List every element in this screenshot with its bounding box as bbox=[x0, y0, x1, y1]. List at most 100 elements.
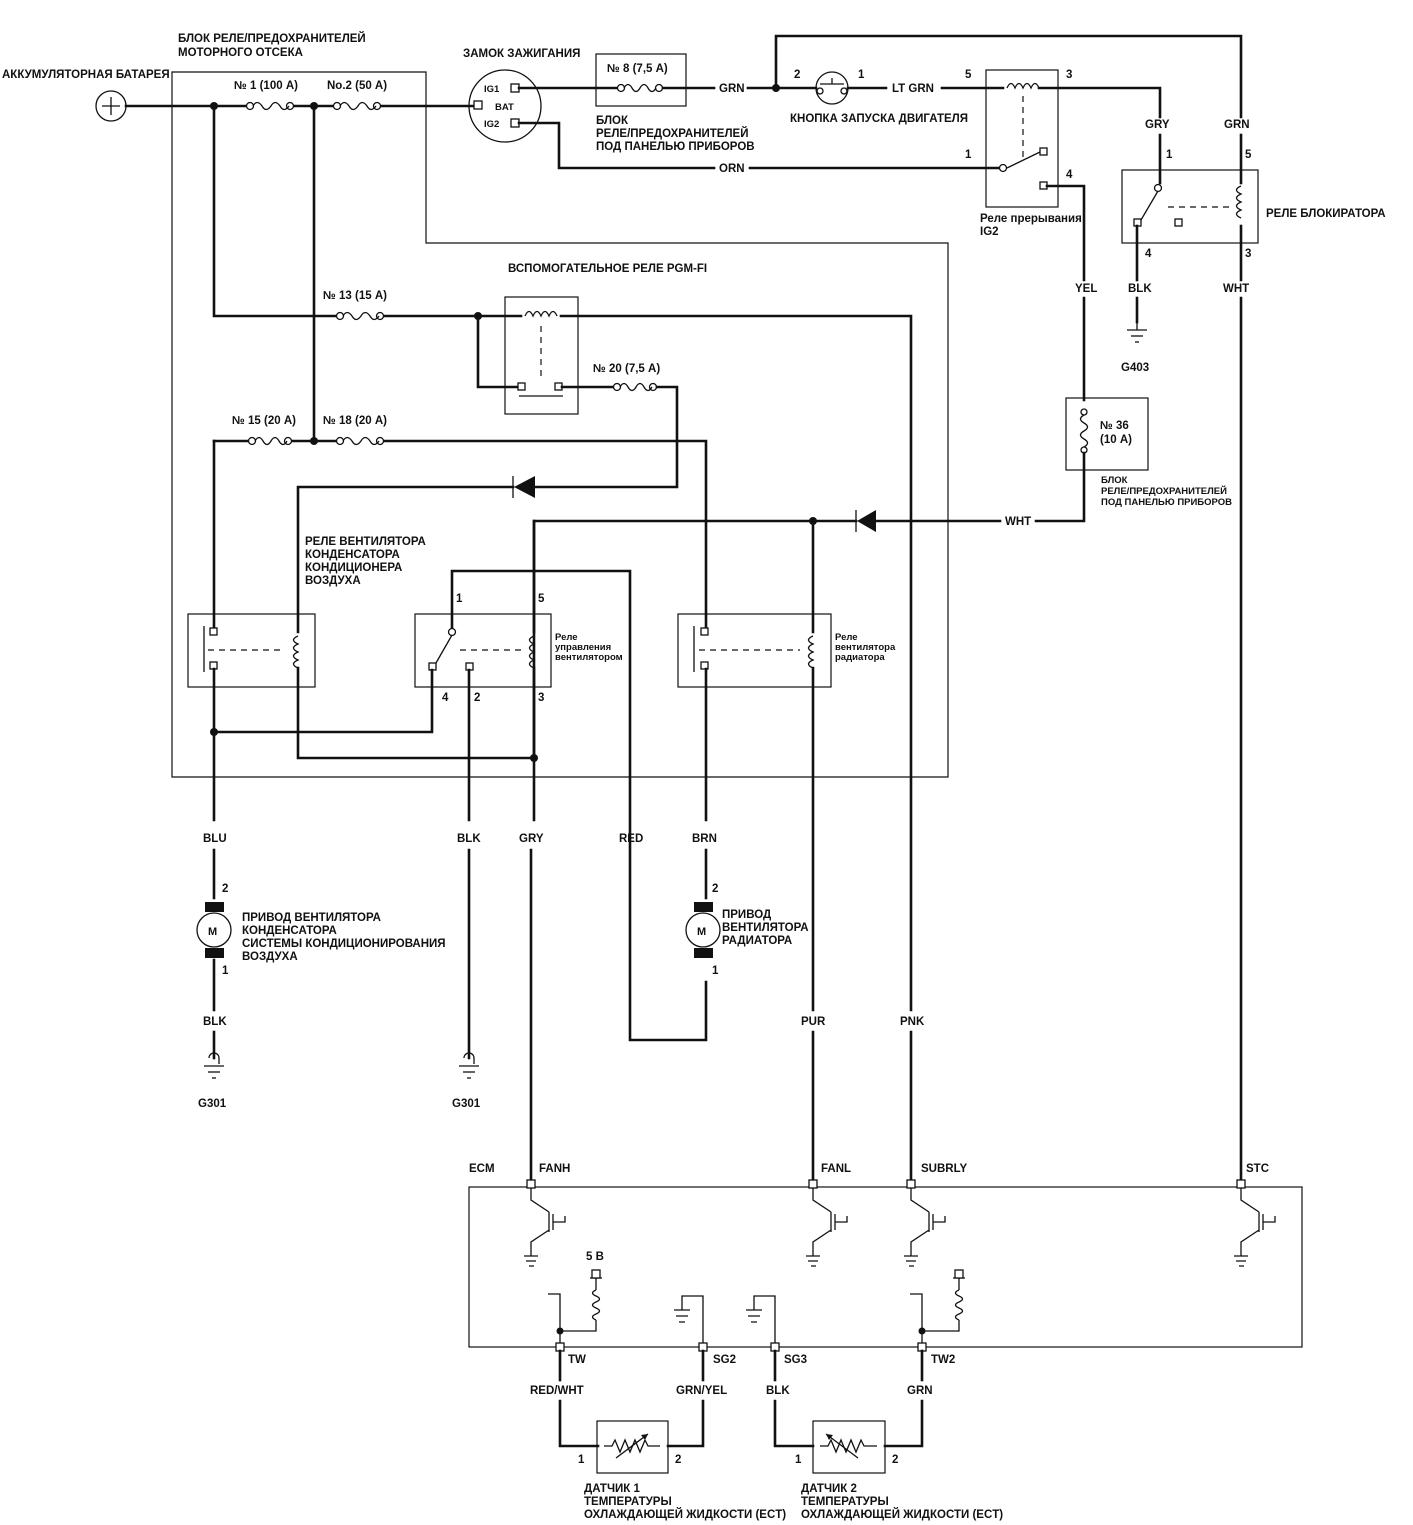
lock-pin-4: 4 bbox=[1145, 248, 1152, 260]
fuse-20-label: № 20 (7,5 А) bbox=[593, 363, 660, 375]
dash-box-b-label-3: ПОД ПАНЕЛЬЮ ПРИБОРОВ bbox=[1101, 497, 1232, 508]
lock-pin-1: 1 bbox=[1166, 149, 1173, 161]
ect2-label: ДАТЧИК 2 bbox=[801, 1483, 857, 1495]
ac-relay-label-4: ВОЗДУХА bbox=[305, 575, 361, 587]
ac-motor-label: ПРИВОД ВЕНТИЛЯТОРА bbox=[242, 912, 381, 924]
rad-relay-label: Реле bbox=[835, 632, 858, 643]
lock-pin-5: 5 bbox=[1245, 149, 1252, 161]
ecm-tw2-input bbox=[910, 1269, 965, 1352]
ecm-sg2 bbox=[674, 1295, 708, 1352]
sg3-label: SG3 bbox=[784, 1354, 807, 1366]
dash-box-label: БЛОК bbox=[596, 115, 629, 127]
engine-relay-fuse-box-outline bbox=[171, 71, 949, 778]
engine-box-label-2: МОТОРНОГО ОТСЕКА bbox=[178, 47, 303, 59]
engine-box-label: БЛОК РЕЛЕ/ПРЕДОХРАНИТЕЛЕЙ bbox=[178, 32, 366, 45]
ecm-box bbox=[468, 1186, 1303, 1348]
ecm-label: ECM bbox=[469, 1163, 495, 1175]
fan-control-relay bbox=[414, 613, 552, 688]
start-button-label: КНОПКА ЗАПУСКА ДВИГАТЕЛЯ bbox=[790, 113, 968, 125]
ecm-transistor-fanl bbox=[806, 1179, 848, 1267]
sg2-label: SG2 bbox=[713, 1354, 736, 1366]
ig2r-pin-3: 3 bbox=[1066, 69, 1072, 81]
ect-sensor-1 bbox=[596, 1420, 669, 1474]
wire-wht-diode: WHT bbox=[1005, 516, 1031, 528]
subrly-label: SUBRLY bbox=[921, 1163, 968, 1175]
ect1-pin-1: 1 bbox=[578, 1454, 585, 1466]
ac-relay-label: РЕЛЕ ВЕНТИЛЯТОРА bbox=[305, 536, 426, 548]
ect-sensor-2 bbox=[812, 1420, 886, 1474]
wire-lt-grn: LT GRN bbox=[892, 83, 934, 95]
radiator-fan-relay bbox=[677, 613, 832, 688]
rad-motor-letter: M bbox=[697, 926, 706, 938]
wire-orn: ORN bbox=[719, 163, 745, 175]
ect1-pin-2: 2 bbox=[675, 1454, 681, 1466]
radm-pin-1: 1 bbox=[712, 965, 719, 977]
acm-pin-2: 2 bbox=[222, 883, 228, 895]
start-pin-2: 2 bbox=[794, 69, 800, 81]
ctrl-pin-4: 4 bbox=[442, 692, 449, 704]
ect2-label-2: ТЕМПЕРАТУРЫ bbox=[801, 1496, 889, 1508]
wire-blk-acmotor: BLK bbox=[203, 1016, 227, 1028]
lock-relay-label: РЕЛЕ БЛОКИРАТОРА bbox=[1266, 208, 1386, 220]
wire-blu: BLU bbox=[203, 833, 227, 845]
ignition-switch-label: ЗАМОК ЗАЖИГАНИЯ bbox=[463, 48, 580, 60]
ac-condenser-fan-motor bbox=[196, 902, 232, 958]
wire-grn-tw2: GRN bbox=[907, 1385, 933, 1397]
rad-motor-label-3: РАДИАТОРА bbox=[722, 935, 792, 947]
fuse-15-label: № 15 (20 А) bbox=[232, 415, 296, 427]
diode-wht bbox=[855, 510, 876, 532]
ig1-label: IG1 bbox=[484, 84, 500, 95]
rad-relay-label-3: радиатора bbox=[835, 652, 885, 663]
ctrl-relay-label-2: управления bbox=[555, 642, 611, 653]
fuse-15 bbox=[247, 436, 293, 446]
rad-motor-label-2: ВЕНТИЛЯТОРА bbox=[722, 922, 809, 934]
ect2-pin-1: 1 bbox=[795, 1454, 802, 1466]
ig2-relay-label-2: IG2 bbox=[980, 226, 999, 238]
ac-motor-letter: M bbox=[208, 926, 217, 938]
fuse-8-box bbox=[595, 53, 687, 107]
wire-pnk: PNK bbox=[900, 1016, 925, 1028]
fuse-13-label: № 13 (15 А) bbox=[323, 290, 387, 302]
ground-g301-a bbox=[204, 1052, 224, 1079]
ground-g301-b bbox=[459, 1052, 479, 1079]
fuse-20 bbox=[612, 382, 658, 392]
wire-gry-fanh: GRY bbox=[519, 833, 544, 845]
ect1-label: ДАТЧИК 1 bbox=[584, 1483, 641, 1495]
ig2r-pin-4: 4 bbox=[1066, 169, 1073, 181]
tw-label: TW bbox=[568, 1354, 586, 1366]
wire-blk-g403: BLK bbox=[1128, 283, 1152, 295]
ac-relay-label-3: КОНДИЦИОНЕРА bbox=[305, 562, 402, 574]
fanh-label: FANH bbox=[539, 1163, 570, 1175]
ac-condenser-fan-relay bbox=[187, 613, 316, 688]
ctrl-pin-5: 5 bbox=[538, 593, 545, 605]
wire-blk-ctrl: BLK bbox=[457, 833, 481, 845]
ac-relay-label-2: КОНДЕНСАТОРА bbox=[305, 549, 400, 561]
rad-relay-label-2: вентилятора bbox=[835, 642, 896, 653]
radm-pin-2: 2 bbox=[712, 883, 718, 895]
battery-label: АККУМУЛЯТОРНАЯ БАТАРЕЯ bbox=[2, 69, 170, 81]
bat-label: BAT bbox=[495, 102, 514, 113]
fuse-36-label: № 36 bbox=[1100, 420, 1129, 432]
fuse-36 bbox=[1079, 408, 1089, 454]
pgm-fi-sub-relay bbox=[504, 296, 579, 415]
fuse-18 bbox=[335, 436, 385, 446]
dash-box-b-label: БЛОК bbox=[1101, 475, 1128, 486]
ctrl-relay-label: Реле bbox=[555, 632, 578, 643]
fuse-1 bbox=[245, 101, 295, 111]
wire-brn: BRN bbox=[692, 833, 717, 845]
ect2-label-3: ОХЛАЖДАЮЩЕЙ ЖИДКОСТИ (ECT) bbox=[801, 1508, 1003, 1521]
fanl-label: FANL bbox=[821, 1163, 851, 1175]
ect-sensor-1-thermistor bbox=[604, 1433, 660, 1459]
g301a-label: G301 bbox=[198, 1098, 227, 1110]
acm-pin-1: 1 bbox=[222, 965, 229, 977]
ig2-label: IG2 bbox=[484, 119, 499, 130]
wire-pur: PUR bbox=[801, 1016, 826, 1028]
ig2-cut-relay bbox=[985, 69, 1059, 208]
ac-motor-label-4: ВОЗДУХА bbox=[242, 951, 298, 963]
g403-label: G403 bbox=[1121, 362, 1149, 374]
v5-label: 5 В bbox=[586, 1251, 604, 1263]
fuse-18-label: № 18 (20 А) bbox=[323, 415, 387, 427]
dash-box-b-label-2: РЕЛЕ/ПРЕДОХРАНИТЕЛЕЙ bbox=[1101, 485, 1227, 497]
ecm-sg3 bbox=[746, 1295, 780, 1352]
